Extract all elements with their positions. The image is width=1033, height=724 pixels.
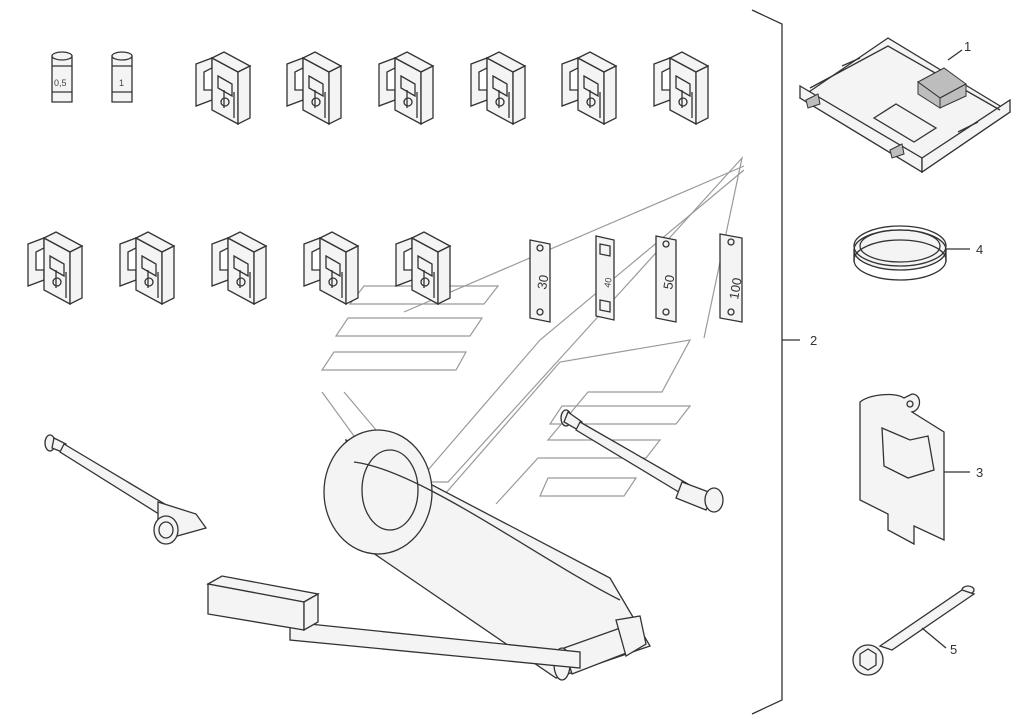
callout-number: 3 xyxy=(976,465,983,480)
key-plate xyxy=(859,393,945,546)
blade-fuse xyxy=(119,231,175,305)
strip-fuse-rating: 100 xyxy=(726,277,745,301)
strip-fuse: 100 xyxy=(719,233,745,323)
glass-fuse-rating: 1 xyxy=(119,78,124,88)
strip-fuse: 30 xyxy=(529,239,551,323)
blade-fuse xyxy=(470,51,526,125)
blade-fuse xyxy=(653,51,709,125)
blade-fuse xyxy=(395,231,451,305)
callout-2: 2 xyxy=(782,333,817,348)
box-wrench-tool xyxy=(44,434,208,545)
callout-3: 3 xyxy=(944,465,983,480)
blade-fuse xyxy=(211,231,267,305)
ring-wrench xyxy=(852,585,976,676)
strip-fuse: 50 xyxy=(655,235,677,323)
blade-fuse xyxy=(303,231,359,305)
ring-seal xyxy=(853,225,947,281)
callout-1: 1 xyxy=(947,39,971,61)
glass-fuse: 0,5 xyxy=(51,51,73,103)
strip-fuse-rating: 40 xyxy=(602,277,614,289)
callout-number: 5 xyxy=(950,642,957,657)
blade-fuse xyxy=(27,231,83,305)
blade-fuse xyxy=(378,51,434,125)
battery-tray xyxy=(798,37,1012,174)
socket-extension xyxy=(560,409,724,513)
strip-fuse-rating: 30 xyxy=(534,274,551,291)
callout-5: 5 xyxy=(921,627,957,657)
hydraulic-jack xyxy=(206,429,651,681)
blade-fuse xyxy=(195,51,251,125)
callout-number: 2 xyxy=(810,333,817,348)
callout-number: 4 xyxy=(976,242,983,257)
glass-fuse-rating: 0,5 xyxy=(54,78,67,88)
blade-fuse xyxy=(561,51,617,125)
blade-fuse xyxy=(286,51,342,125)
group-bracket xyxy=(751,9,783,715)
callout-4: 4 xyxy=(946,242,983,257)
callout-number: 1 xyxy=(964,39,971,54)
strip-fuse: 40 xyxy=(595,235,615,321)
strip-fuse-rating: 50 xyxy=(660,274,677,291)
glass-fuse: 1 xyxy=(111,51,133,103)
